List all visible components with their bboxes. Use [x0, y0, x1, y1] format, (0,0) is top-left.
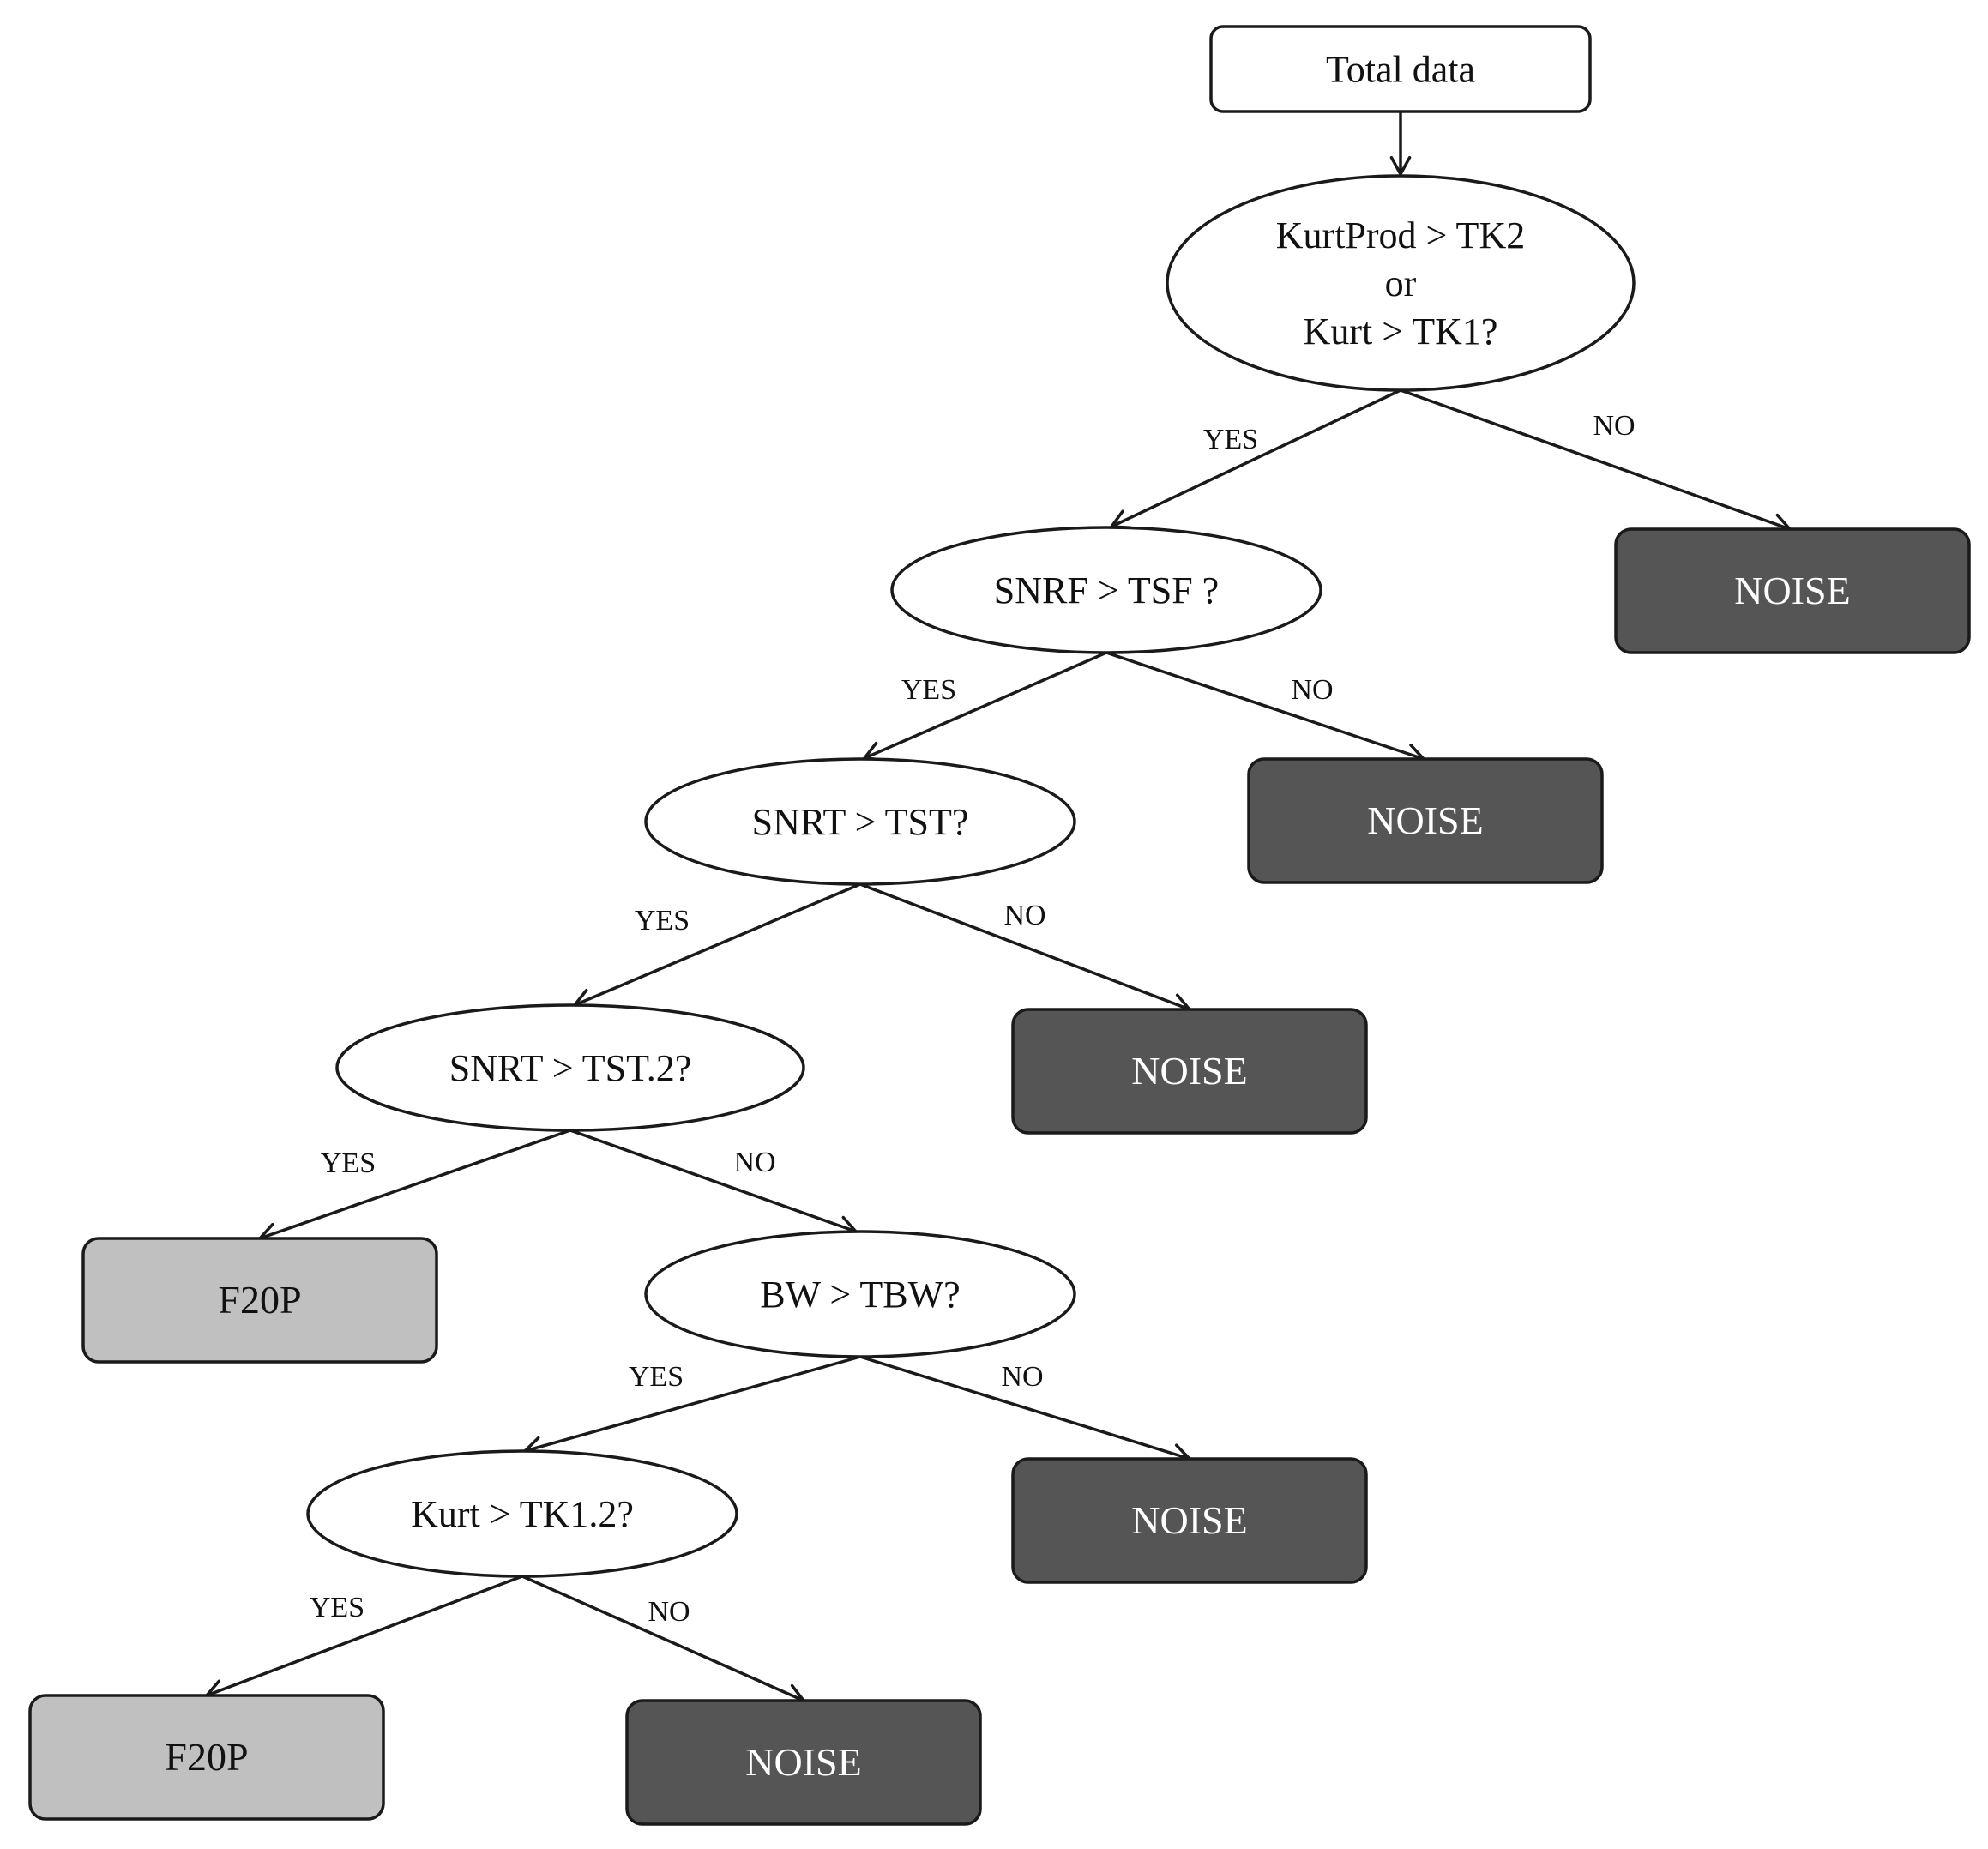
edge-label-no: NO — [733, 1147, 775, 1178]
edge-line — [524, 1355, 861, 1453]
edge-label-yes: YES — [635, 905, 690, 937]
edge-labels-layer: YES NO YES NO YES NO YES NO YES NO YES NO — [310, 410, 1636, 1628]
node-label: BW > TBW? — [760, 1274, 960, 1316]
edge-label-yes: YES — [321, 1147, 376, 1179]
leaf-box — [28, 1694, 385, 1821]
decision-ellipse — [890, 526, 1322, 654]
node-kurt12: Kurt > TK1.2? — [306, 1449, 738, 1578]
edge-bw-to-kurt12 — [523, 1355, 861, 1457]
node-snrt2: SNRT > TST.2? — [335, 1003, 805, 1132]
decision-ellipse — [1166, 174, 1636, 392]
node-label: SNRT > TST.2? — [449, 1047, 692, 1089]
node-label: or — [1385, 262, 1417, 304]
node-noise-5: NOISE — [625, 1699, 982, 1826]
leaf-box — [81, 1237, 438, 1364]
node-noise-2: NOISE — [1247, 757, 1604, 884]
node-label: Kurt > TK1? — [1304, 310, 1498, 352]
start-box — [1209, 25, 1592, 113]
node-noise-3: NOISE — [1011, 1008, 1368, 1135]
decision-ellipse — [306, 1449, 738, 1578]
edge-line — [521, 1575, 804, 1702]
edge-line — [206, 1575, 523, 1697]
edge-line — [859, 1355, 1190, 1461]
edge-line — [574, 882, 861, 1007]
node-label: SNRF > TSF ? — [994, 569, 1219, 611]
decision-ellipse — [644, 1230, 1076, 1358]
edge-label-yes: YES — [629, 1361, 684, 1393]
node-label: KurtProd > TK2 — [1276, 214, 1525, 256]
leaf-box — [1011, 1457, 1368, 1584]
node-bw: BW > TBW? — [644, 1230, 1076, 1358]
node-label: F20P — [165, 1735, 248, 1779]
node-label: NOISE — [1734, 569, 1850, 612]
decision-ellipse — [644, 757, 1076, 886]
node-label: NOISE — [1131, 1049, 1247, 1093]
node-label: Total data — [1326, 49, 1475, 91]
decision-ellipse — [335, 1003, 805, 1132]
node-label: SNRT > TST? — [752, 801, 969, 843]
node-label: F20P — [218, 1278, 301, 1322]
leaf-box — [1011, 1008, 1368, 1135]
node-label: Kurt > TK1.2? — [411, 1493, 634, 1535]
edge-snrt-to-snrt2 — [573, 882, 861, 1009]
edge-snrt2-to-f20p-1 — [258, 1129, 571, 1244]
node-total-data: Total data — [1209, 25, 1592, 113]
edge-label-yes: YES — [310, 1592, 364, 1623]
edge-kurtprod-to-snrf — [1110, 388, 1401, 530]
edge-line — [1111, 388, 1401, 528]
edge-snrf-to-snrt — [863, 651, 1107, 762]
edge-label-no: NO — [1593, 410, 1635, 442]
edge-line — [259, 1129, 571, 1240]
node-snrf: SNRF > TSF ? — [890, 526, 1322, 654]
edge-label-no: NO — [1291, 674, 1333, 706]
edge-snrt2-to-bw — [569, 1129, 858, 1237]
leaf-box — [625, 1699, 982, 1826]
edge-label-no: NO — [1001, 1361, 1043, 1393]
node-label: NOISE — [1131, 1498, 1247, 1542]
edge-line — [1400, 388, 1791, 531]
node-noise-1: NOISE — [1614, 527, 1971, 654]
edge-line — [569, 1129, 857, 1233]
edge-snrf-to-noise-2 — [1105, 651, 1425, 764]
leaf-box — [1614, 527, 1971, 654]
edge-line — [859, 882, 1190, 1011]
node-snrt: SNRT > TST? — [644, 757, 1076, 886]
edge-label-no: NO — [648, 1596, 690, 1628]
edge-label-no: NO — [1003, 900, 1045, 931]
edge-label-yes: YES — [901, 674, 956, 706]
node-label: NOISE — [745, 1740, 861, 1784]
edge-line — [1105, 651, 1425, 761]
edge-label-yes: YES — [1203, 424, 1258, 455]
arrowhead-icon — [1389, 155, 1412, 176]
node-f20p-1: F20P — [81, 1237, 438, 1364]
edge-total-data-to-kurtprod — [1389, 111, 1412, 176]
node-f20p-2: F20P — [28, 1694, 385, 1821]
edges-layer — [205, 111, 1792, 1704]
leaf-box — [1247, 757, 1604, 884]
node-label: NOISE — [1367, 798, 1483, 842]
node-noise-4: NOISE — [1011, 1457, 1368, 1584]
edge-line — [864, 651, 1107, 760]
